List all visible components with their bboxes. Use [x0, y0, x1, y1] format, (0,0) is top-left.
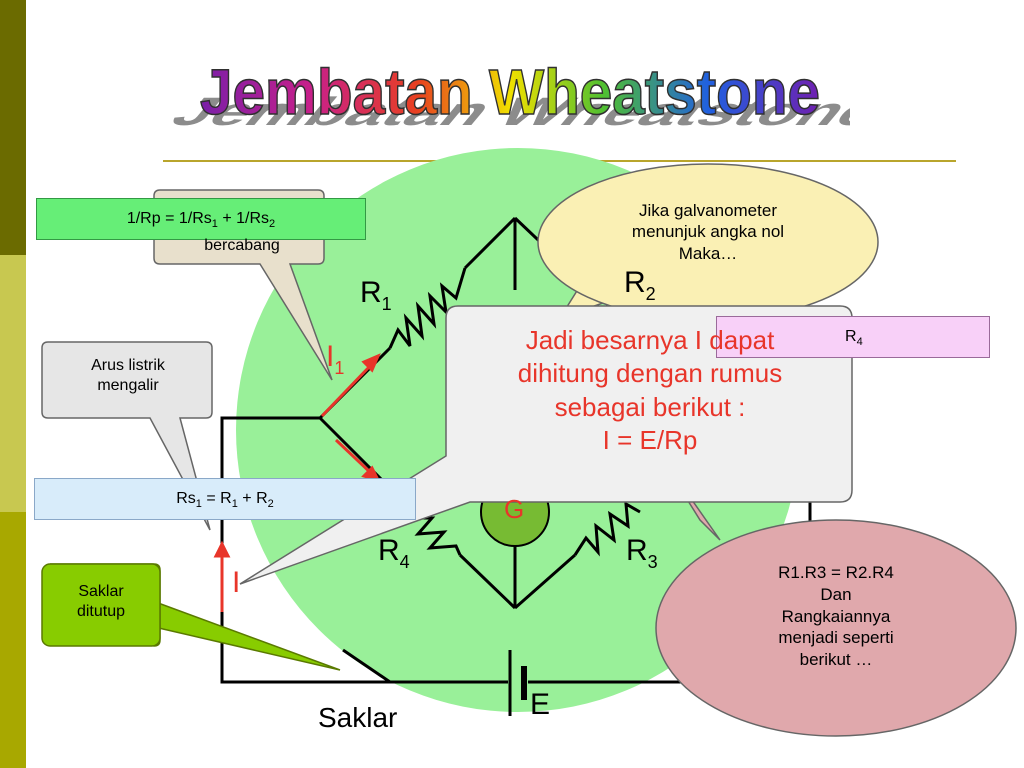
callout-bercabang-text: bercabang	[204, 237, 280, 254]
label-r3: R3	[626, 534, 658, 572]
callout-main-text: Jadi besarnya I dapat dihitung dengan ru…	[517, 325, 783, 455]
callout-arus-listrik-text: Arus listrik mengalir	[91, 357, 165, 394]
callout-saklar-ditutup	[41, 563, 341, 671]
wire-r3-bottom	[514, 553, 576, 610]
callout-galvanometer-text: Jika galvanometer menunjuk angka nol Mak…	[631, 201, 785, 263]
wire-r4-bottom	[458, 553, 517, 610]
title-text: Jembatan Wheatstone	[200, 56, 820, 128]
resistor-r1	[388, 267, 467, 349]
label-r1: R1	[360, 276, 392, 314]
label-r2: R2	[624, 266, 656, 304]
label-battery-e: E	[530, 688, 551, 721]
label-r4: R4	[378, 534, 410, 572]
switch-lever	[342, 648, 391, 684]
label-i1: I1	[326, 340, 345, 378]
callout-saklar-text: Saklar ditutup	[76, 583, 126, 620]
current-i1-arrowhead	[361, 353, 381, 373]
label-galvanometer: G	[504, 494, 525, 524]
formula-series-box: Rs1 = R1 + R2	[34, 478, 416, 520]
formula-parallel-box: 1/Rp = 1/Rs1 + 1/Rs2	[36, 198, 366, 240]
callout-arus-listrik	[41, 341, 213, 531]
current-i1-arrow	[320, 362, 374, 418]
callout-condition-text: R1.R3 = R2.R4 Dan Rangkaiannya menjadi s…	[778, 563, 894, 669]
formula-r4-box: R4	[716, 316, 990, 358]
wire-r1-top	[463, 216, 517, 270]
title-shadow: Jembatan Wheatstone	[170, 89, 850, 134]
page-title: Jembatan Wheatstone Jembatan Wheatstone	[160, 48, 898, 138]
left-sidebar-stripe	[0, 0, 26, 768]
label-i: I	[232, 566, 241, 599]
current-i2-arrow	[334, 438, 374, 476]
resistor-r3	[573, 501, 641, 557]
current-i-arrowhead	[213, 540, 231, 558]
label-saklar: Saklar	[318, 702, 398, 733]
